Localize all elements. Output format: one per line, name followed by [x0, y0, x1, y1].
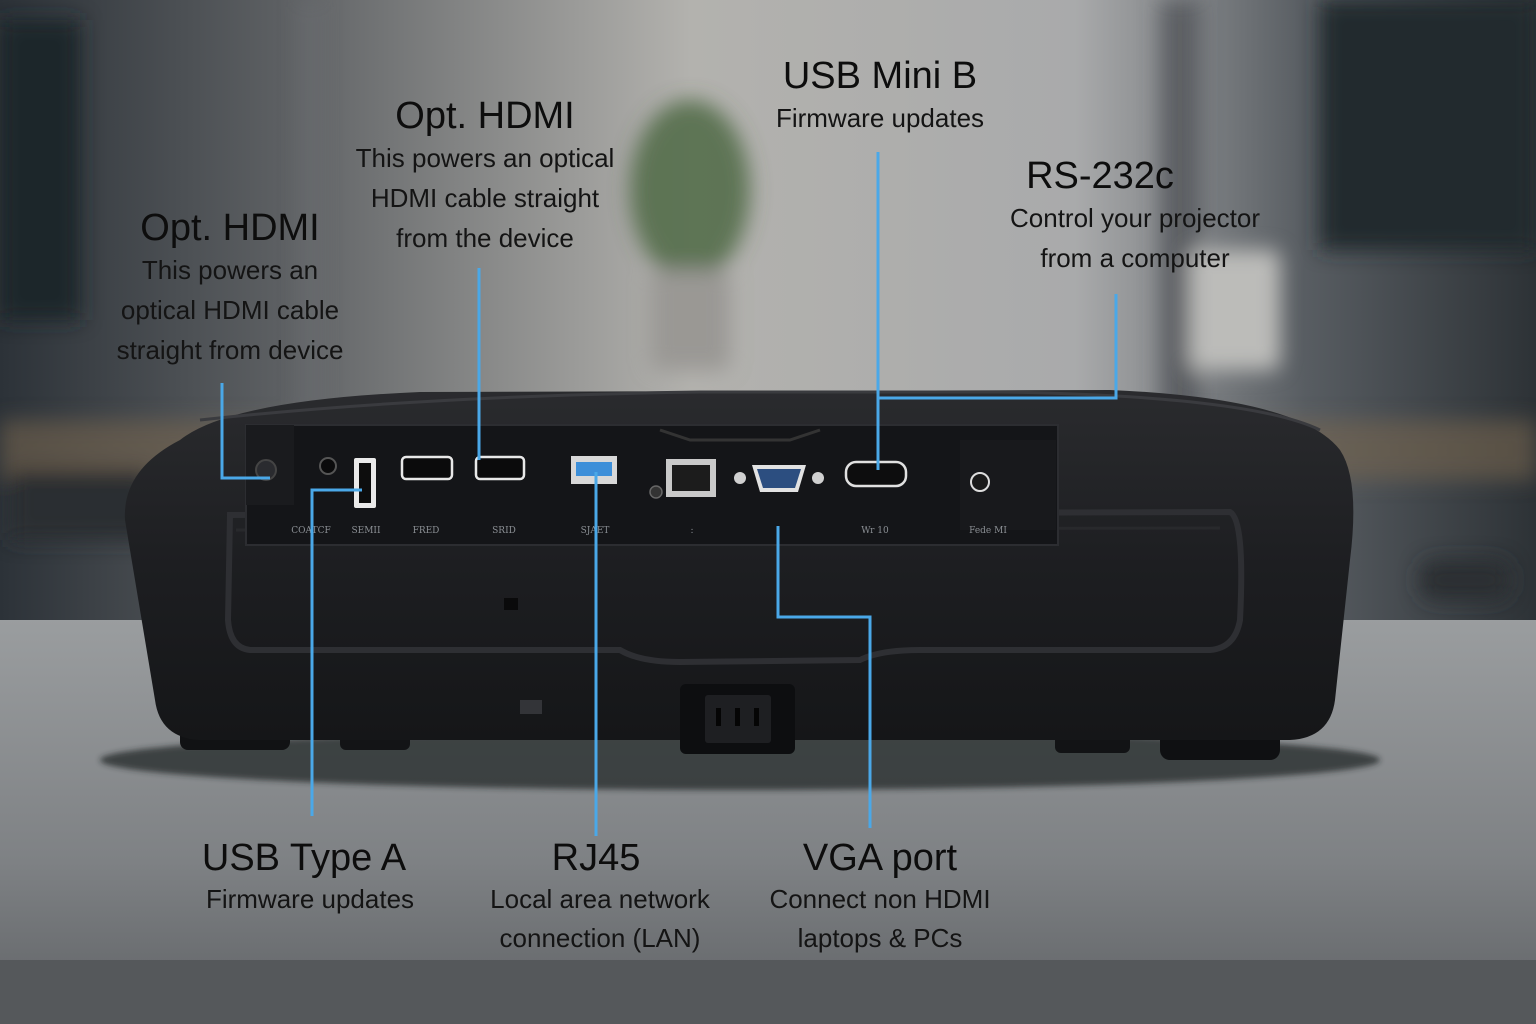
callout-usb-mini-b: USB Mini B Firmware updates [740, 54, 1020, 138]
leader-line-usb-type-a [310, 488, 362, 816]
callout-title: USB Type A [201, 837, 407, 879]
callout-desc-line: from a computer [1040, 243, 1230, 273]
hdmi-jack-icon [400, 455, 454, 481]
leader-line-opt-hdmi-left [220, 383, 270, 480]
callout-desc-line: from the device [396, 223, 574, 253]
callout-desc-line: This powers an [141, 255, 319, 285]
callout-opt-hdmi-center: Opt. HDMI This powers an optical HDMI ca… [330, 94, 640, 258]
callout-title: VGA port [802, 837, 958, 879]
callout-title: RJ45 [551, 837, 641, 879]
callout-title: Opt. HDMI [395, 95, 575, 137]
callout-desc-line: Control your projector [1010, 203, 1260, 233]
callout-rj45: RJ45 Local area network connection (LAN) [460, 836, 740, 958]
callout-desc-line: straight from device [116, 335, 344, 365]
vga-connector-icon [734, 465, 824, 492]
port-label: : [690, 526, 693, 536]
callout-title: USB Mini B [782, 55, 978, 97]
callout-opt-hdmi-left: Opt. HDMI This powers an optical HDMI ca… [90, 206, 370, 370]
callout-desc-line: laptops & PCs [797, 923, 963, 953]
port-label: FRED [413, 526, 440, 536]
port-label: Fede MI [969, 526, 1007, 536]
callout-desc-line: connection (LAN) [499, 923, 701, 953]
callout-usb-type-a: USB Type A Firmware updates [170, 836, 450, 919]
port-label: SEMII [351, 526, 381, 536]
leader-lines [220, 152, 1118, 836]
callout-desc-line: HDMI cable straight [370, 183, 600, 213]
port-label: Wr 10 [861, 526, 889, 536]
callout-vga-port: VGA port Connect non HDMI laptops & PCs [740, 836, 1020, 958]
callout-desc-line: Firmware updates [775, 103, 985, 133]
callout-desc-line: Local area network [490, 884, 710, 914]
port-label: SRID [492, 526, 516, 536]
leader-line-vga [776, 526, 872, 828]
callout-desc-line: Firmware updates [205, 884, 415, 914]
callout-title: RS-232c [1026, 155, 1174, 197]
callout-desc-line: optical HDMI cable [120, 295, 340, 325]
callout-desc-line: Connect non HDMI [769, 884, 991, 914]
callout-title: Opt. HDMI [140, 207, 320, 249]
callout-rs232c: RS-232c Control your projector from a co… [990, 154, 1280, 278]
callout-desc-line: This powers an optical [355, 143, 615, 173]
leader-line-rs232c [878, 294, 1118, 400]
